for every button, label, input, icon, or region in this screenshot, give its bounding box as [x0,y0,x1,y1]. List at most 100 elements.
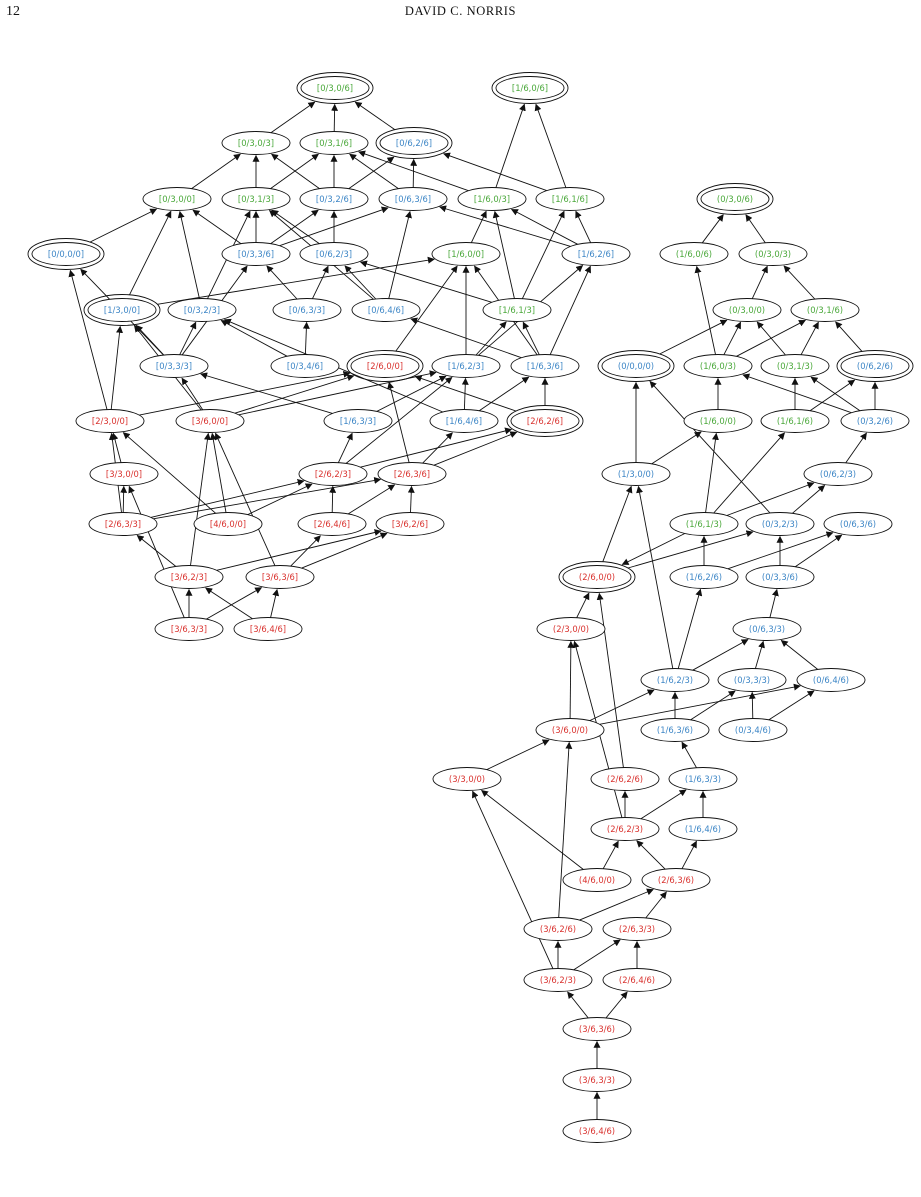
edge-0-3_4-6-to-0-3_2-3 [220,320,288,357]
edge-0-3_3-3-to-1-3_0-0 [135,324,165,356]
node-label: [0/3,4/6] [287,361,323,371]
node-ellipse [535,187,605,211]
node-label: (1/3,0/0) [618,469,654,479]
edge-0-3_2-6-to-0-3_1-3 [810,376,861,412]
node-ellipse [221,187,291,211]
edge-4-6_0-0-to-2-3_0-0 [122,432,216,514]
node-0-3_3-6: [0/3,3/6] [221,242,291,266]
node-label: [1/6,1/6] [552,194,588,204]
node-4-6_0-0: (4/6,0/0) [562,868,632,892]
node-0-3_4-6: [0/3,4/6] [270,354,340,378]
node-ellipse [432,767,502,791]
edge-1-3_0-0-to-1-6_0-0 [651,431,702,465]
edge-1-6_1-3-to-0-6_2-3 [359,260,492,303]
node-ellipse [601,462,671,486]
edge-3-6_0-0-to-0-3_3-3 [181,377,204,411]
node-ellipse [88,512,158,536]
node-label: (3/6,4/6) [579,1126,615,1136]
edge-0-3_2-3-to-0-0_0-0 [649,380,771,514]
edge-2-6_3-3-to-2-6_3-6 [153,477,382,520]
node-3-6_3-6: [3/6,3/6] [245,565,315,589]
node-ellipse [350,354,420,378]
node-1-6_1-3: (1/6,1/3) [669,512,739,536]
node-label: [2/6,2/6] [527,416,563,426]
node-3-6_4-6: [3/6,4/6] [233,617,303,641]
node-label: [2/6,4/6] [314,519,350,529]
edge-0-3_3-3-to-0-6_3-3 [754,640,765,669]
node-label: [0/3,1/3] [238,194,274,204]
node-2-6_3-3: (2/6,3/3) [602,917,672,941]
edge-1-6_1-3-to-2-6_0-0 [621,533,685,565]
edge-1-6_2-3-to-1-6_1-3 [475,321,507,356]
node-1-6_4-6: [1/6,4/6] [429,409,499,433]
edge-1-6_1-3-to-1-6_0-3 [492,210,515,299]
edge-2-6_0-0-to-1-3_0-0 [602,485,633,562]
node-2-6_0-0: [2/6,0/0] [346,350,424,382]
node-2-6_2-3: [2/6,2/3] [298,462,368,486]
node-label: [1/3,0/0] [104,305,140,315]
node-1-6_0-6: [1/6,0/6] [491,72,569,104]
edge-2-6_3-6-to-1-6_4-6 [681,840,697,869]
node-label: [3/6,4/6] [250,624,286,634]
node-1-6_1-6: (1/6,1/6) [760,409,830,433]
edge-3-6_4-6-to-3-6_3-6 [270,588,280,618]
node-2-6_3-6: [2/6,3/6] [377,462,447,486]
edge-1-6_0-3-to-1-6_0-6 [495,103,526,188]
node-ellipse [351,298,421,322]
node-label: (2/3,0/0) [553,624,589,634]
node-label: [1/6,3/3] [340,416,376,426]
node-label: (4/6,0/0) [579,875,615,885]
node-ellipse [510,409,580,433]
edge-0-3_2-6-to-0-3_0-3 [271,153,320,189]
node-1-6_3-6: (1/6,3/6) [640,718,710,742]
node-ellipse [718,718,788,742]
node-0-3_2-6: [0/3,2/6] [299,187,369,211]
edge-1-6_0-3-to-0-3_0-0 [723,321,741,355]
node-label: [0/6,3/3] [289,305,325,315]
node-ellipse [840,409,910,433]
edge-1-6_0-3-to-1-6_0-6 [694,265,716,355]
node-ellipse [431,354,501,378]
node-ellipse [167,298,237,322]
edge-1-6_1-3-to-0-6_2-3 [726,481,815,516]
node-2-6_4-6: [2/6,4/6] [297,512,367,536]
edge-0-0_0-0-to-0-3_0-0 [89,208,158,243]
node-2-6_3-3: [2/6,3/3] [88,512,158,536]
node-3-6_3-3: [3/6,3/3] [154,617,224,641]
edge-0-6_3-6-to-0-6_2-6 [410,158,418,188]
edge-2-3_0-0-to-0-0_0-0 [68,269,108,410]
node-3-6_2-6: (3/6,2/6) [523,917,593,941]
edge-0-3_2-6-to-1-6_0-3 [742,373,852,414]
node-ellipse [669,512,739,536]
node-0-3_2-3: (0/3,2/3) [745,512,815,536]
edge-1-6_2-6-to-1-6_1-6 [575,210,592,243]
node-ellipse [75,409,145,433]
node-label: (0/6,3/6) [840,519,876,529]
edge-3-6_2-3-to-3-6_2-6 [216,529,382,571]
edge-3-6_2-3-to-2-6_3-3 [136,534,177,567]
node-ellipse [299,187,369,211]
edge-2-6_3-3-to-2-6_3-6 [645,891,667,919]
node-0-6_2-6: (0/6,2/6) [836,350,914,382]
edge-2-6_2-3-to-2-6_2-6 [360,427,513,468]
node-label: [1/6,1/3] [499,305,535,315]
node-outer-ring [296,72,374,104]
edge-0-3_0-0-to-0-3_0-3 [751,265,768,299]
node-label: (2/6,3/6) [658,875,694,885]
node-label: [1/6,0/0] [448,249,484,259]
node-0-3_0-3: (0/3,0/3) [738,242,808,266]
edge-0-6_4-6-to-0-6_3-6 [388,210,412,299]
node-1-6_2-6: [1/6,2/6] [561,242,631,266]
node-3-6_4-6: (3/6,4/6) [562,1119,632,1143]
node-3-6_2-3: [3/6,2/3] [154,565,224,589]
node-2-6_2-6: [2/6,2/6] [506,405,584,437]
node-0-3_0-0: (0/3,0/0) [712,298,782,322]
node-1-6_0-3: [1/6,0/3] [457,187,527,211]
edge-1-3_0-0-to-1-6_0-0 [157,256,435,305]
node-ellipse [668,817,738,841]
edge-3-6_2-6-to-2-6_3-6 [579,888,654,921]
node-outer-ring [83,294,161,326]
edge-3-6_3-3-to-3-3_0-0 [128,485,185,618]
node-0-3_3-3: (0/3,3/3) [717,668,787,692]
node-label: [0/3,0/6] [317,83,353,93]
